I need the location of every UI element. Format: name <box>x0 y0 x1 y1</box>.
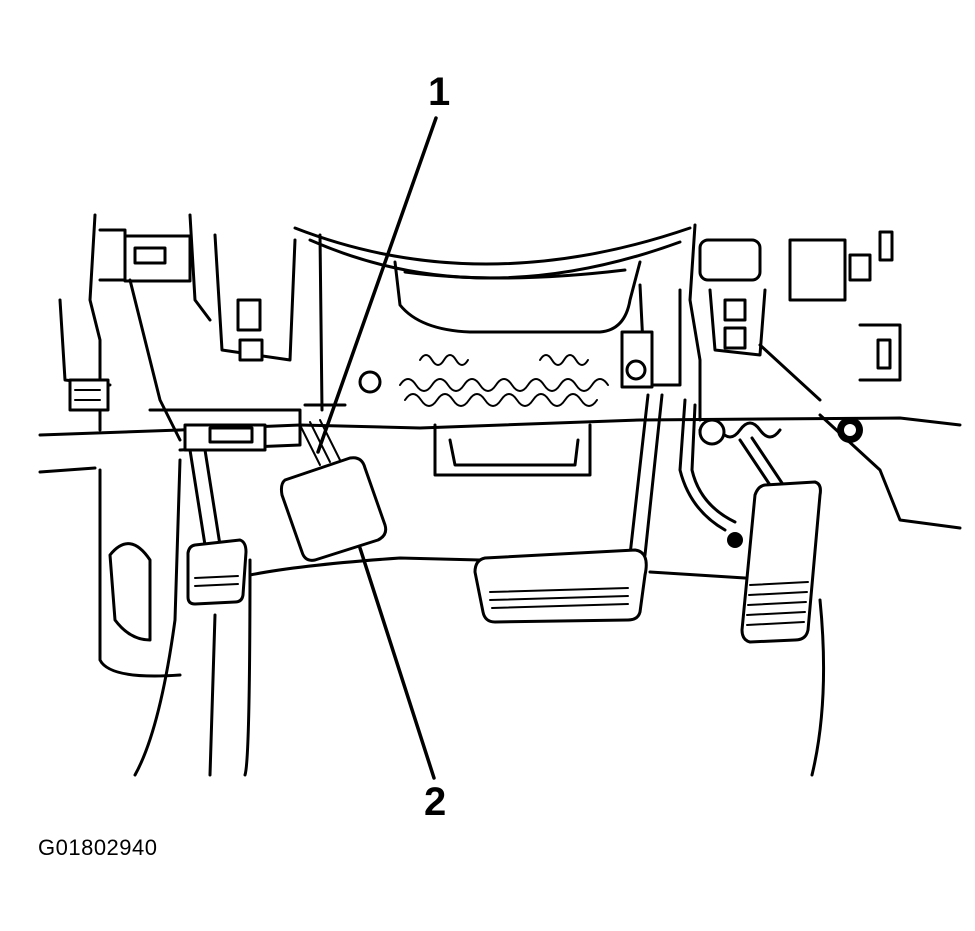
callout-2-label: 2 <box>424 780 447 824</box>
callout-2-leader <box>358 546 436 780</box>
module-component <box>279 419 388 562</box>
wiring-harness <box>399 354 782 446</box>
callout-1-leader <box>316 116 438 454</box>
steering-column-housing <box>393 260 642 477</box>
floor-outline <box>98 458 826 777</box>
left-bracket-assembly <box>58 213 382 452</box>
accelerator-pedal <box>678 398 822 644</box>
callout-1-label: 1 <box>428 70 451 114</box>
brake-pedal <box>473 393 664 624</box>
figure-id: G01802940 <box>38 835 158 860</box>
right-bracket-assembly <box>620 223 962 530</box>
left-pedal <box>186 448 248 606</box>
